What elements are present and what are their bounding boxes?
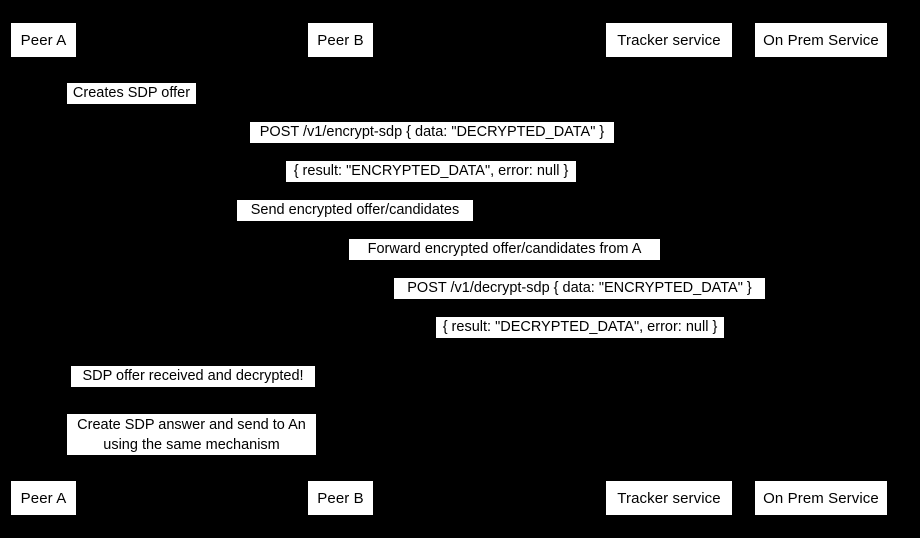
participant-head-tracker-service[interactable]: Tracker service <box>605 22 733 58</box>
message-label-sdp-offer-received: SDP offer received and decrypted! <box>71 366 315 387</box>
arrow-send-encrypted-offer <box>43 222 669 223</box>
lifeline-peer-a <box>43 58 44 480</box>
participant-foot-tracker-service[interactable]: Tracker service <box>605 480 733 516</box>
participant-foot-peer-b[interactable]: Peer B <box>307 480 374 516</box>
message-label-decrypt-sdp-result: { result: "DECRYPTED_DATA", error: null … <box>436 317 724 338</box>
message-label-creates-sdp-offer: Creates SDP offer <box>67 83 196 104</box>
note-create-sdp-answer: Create SDP answer and send to An using t… <box>67 414 316 455</box>
participant-foot-peer-a[interactable]: Peer A <box>10 480 77 516</box>
arrow-post-encrypt-sdp <box>43 144 821 145</box>
arrow-post-decrypt-sdp <box>340 300 821 301</box>
message-label-post-encrypt-sdp: POST /v1/encrypt-sdp { data: "DECRYPTED_… <box>250 122 614 143</box>
message-label-encrypt-sdp-result: { result: "ENCRYPTED_DATA", error: null … <box>286 161 576 182</box>
arrow-encrypt-sdp-result <box>43 183 821 184</box>
message-label-send-encrypted-offer: Send encrypted offer/candidates <box>237 200 473 221</box>
note-line-1: Create SDP answer and send to An <box>77 417 306 433</box>
message-label-post-decrypt-sdp: POST /v1/decrypt-sdp { data: "ENCRYPTED_… <box>394 278 765 299</box>
participant-head-peer-a[interactable]: Peer A <box>10 22 77 58</box>
lifeline-tracker-service <box>669 58 670 480</box>
participant-foot-on-prem-service[interactable]: On Prem Service <box>754 480 888 516</box>
participant-head-on-prem-service[interactable]: On Prem Service <box>754 22 888 58</box>
lifeline-on-prem-service <box>821 58 822 480</box>
lifeline-peer-b <box>340 58 341 480</box>
participant-head-peer-b[interactable]: Peer B <box>307 22 374 58</box>
message-label-forward-encrypted-offer: Forward encrypted offer/candidates from … <box>349 239 660 260</box>
arrow-forward-encrypted-offer <box>340 261 669 262</box>
note-line-2: using the same mechanism <box>103 437 280 453</box>
arrow-decrypt-sdp-result <box>340 339 821 340</box>
